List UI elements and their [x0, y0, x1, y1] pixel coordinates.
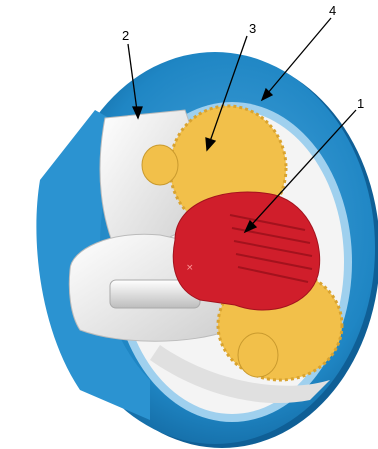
callout-label-3: 3 [249, 21, 256, 36]
svg-text:×: × [186, 263, 194, 273]
planet-pin-top [142, 145, 178, 185]
sun-gear: × [173, 192, 319, 310]
callout-label-1: 1 [357, 96, 364, 111]
planet-pin-bottom [238, 333, 278, 377]
callout-label-2: 2 [122, 28, 129, 43]
callout-label-4: 4 [329, 3, 336, 18]
